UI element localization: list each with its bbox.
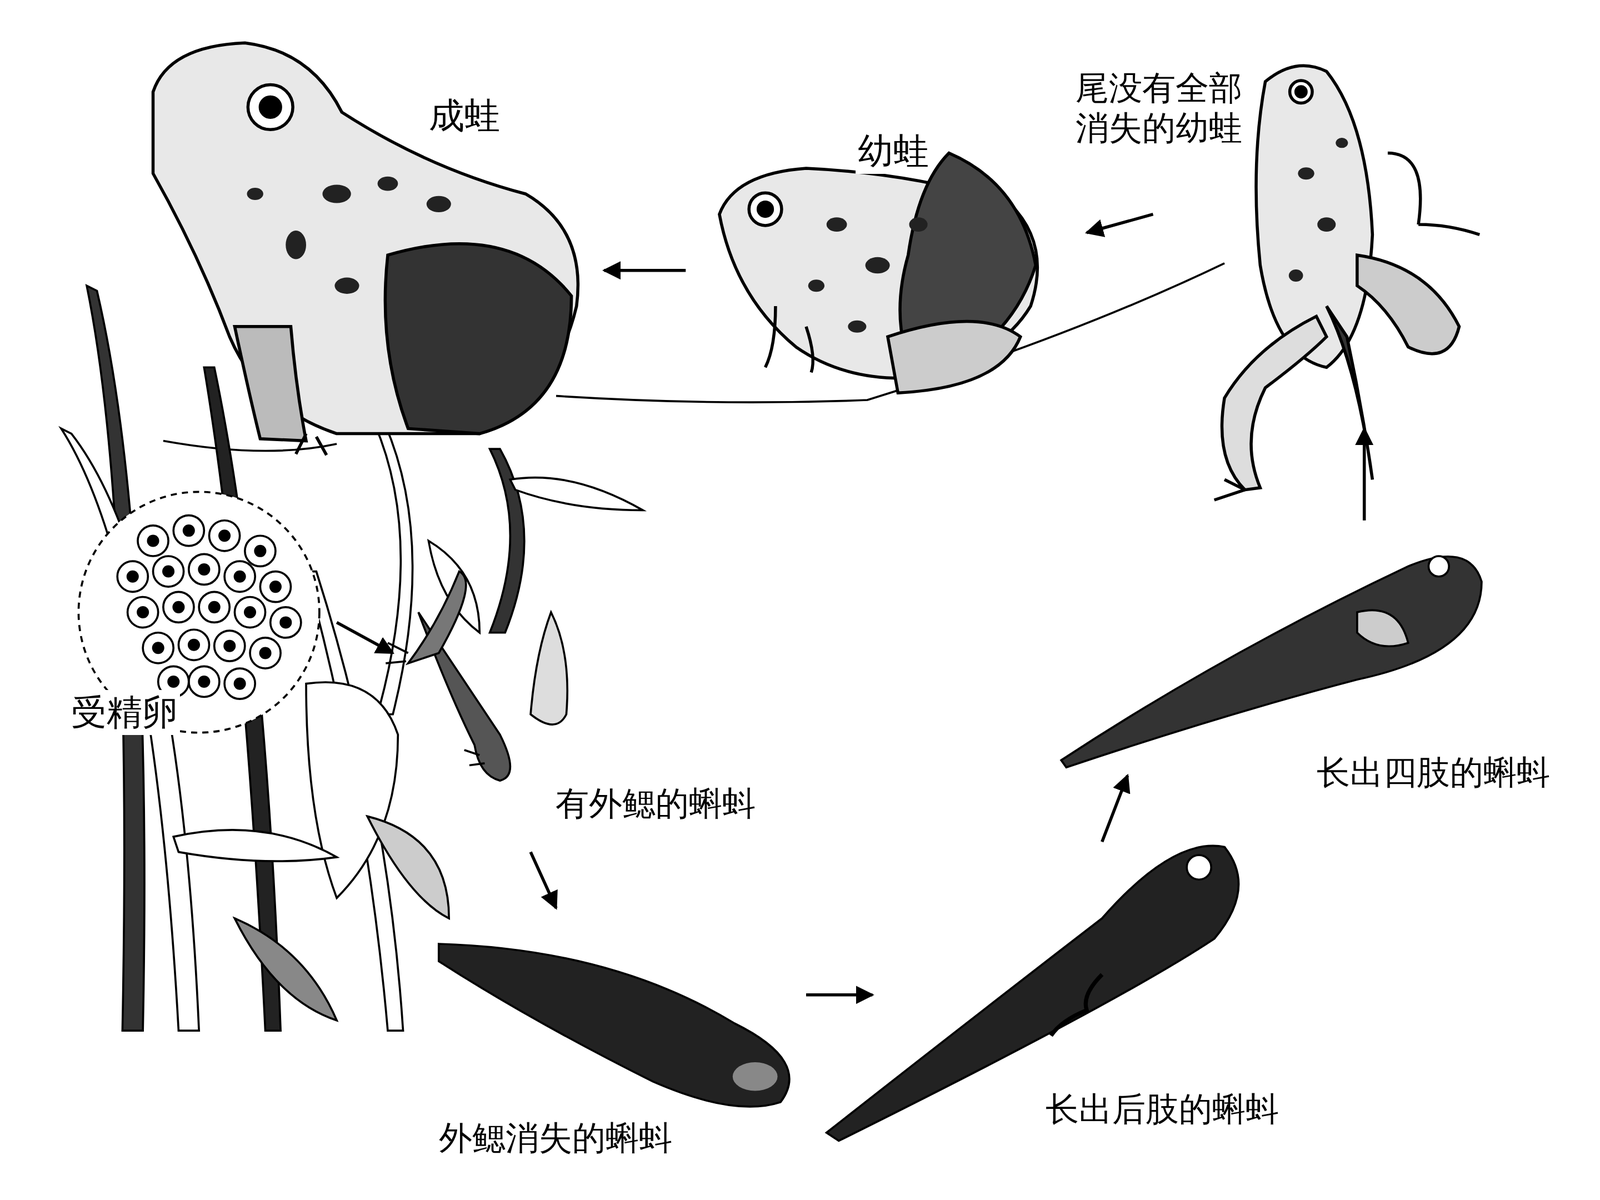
stage-label: 尾没有全部消失的幼蛙 — [1073, 66, 1247, 149]
gilled-tadpoles — [385, 571, 568, 782]
tadpole-four-limbs — [1061, 556, 1482, 768]
stage-label: 受精卵 — [68, 690, 180, 735]
young-frog — [719, 153, 1038, 394]
stage-label: 有外鳃的蝌蚪 — [553, 782, 758, 825]
stage-label: 幼蛙 — [855, 128, 932, 174]
stage-label: 外鳃消失的蝌蚪 — [436, 1116, 675, 1159]
tailed-froglet — [1214, 65, 1480, 500]
cycle-arrows — [336, 214, 1365, 995]
stage-label: 长出后肢的蝌蚪 — [1043, 1087, 1282, 1130]
stage-label: 长出四肢的蝌蚪 — [1314, 751, 1553, 794]
stage-label: 成蛙 — [426, 93, 503, 139]
adult-frog — [153, 42, 579, 455]
tadpole-no-gills — [438, 943, 790, 1107]
